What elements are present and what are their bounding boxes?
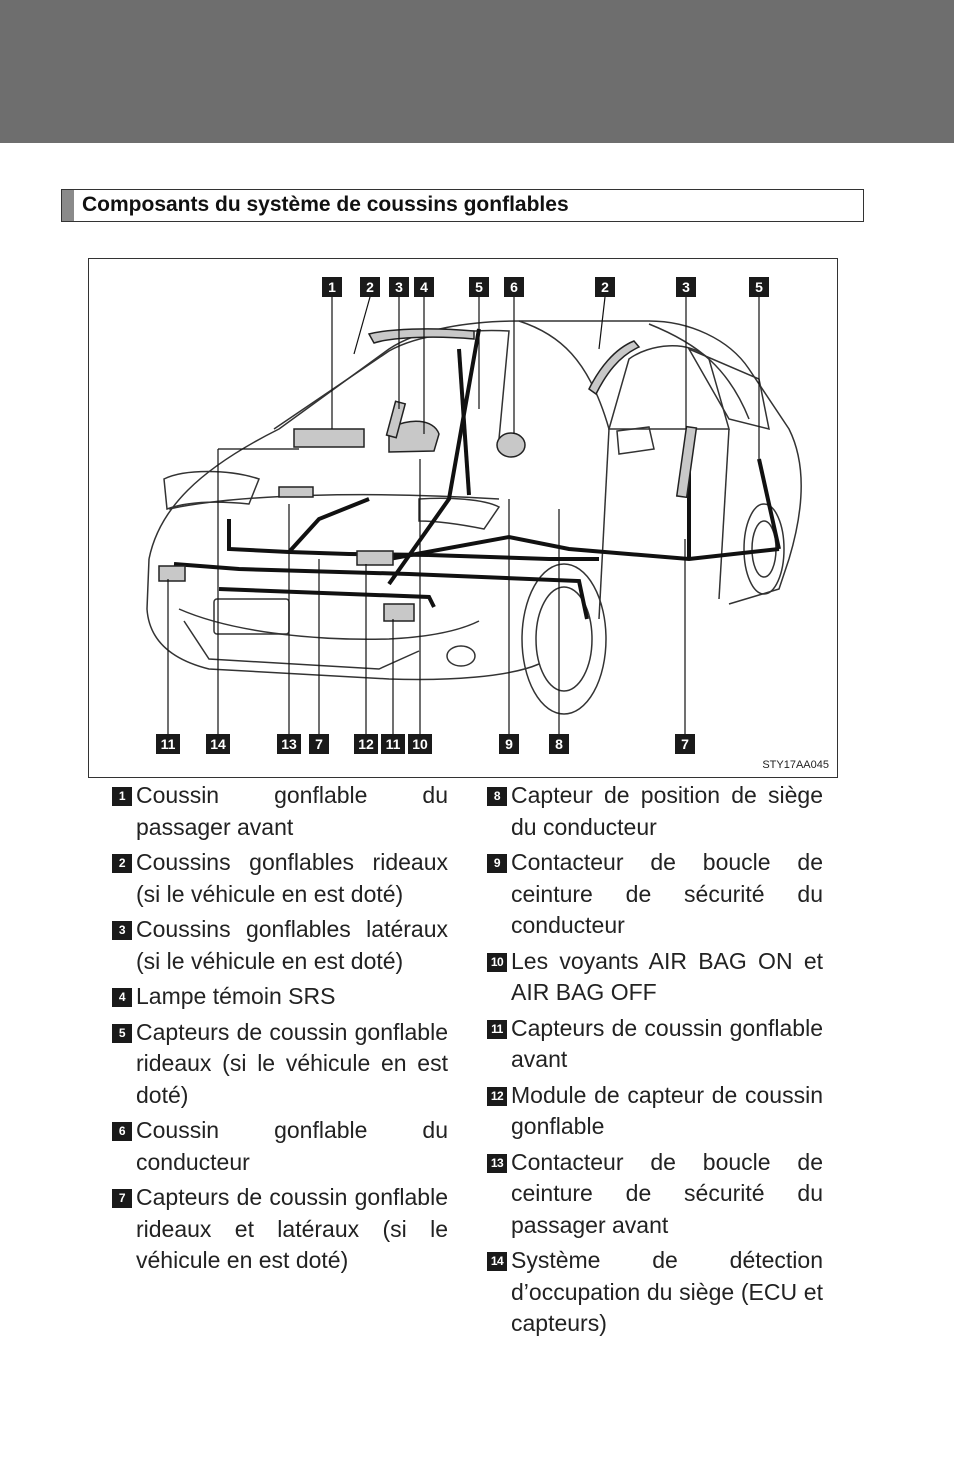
section-heading: Composants du système de coussins gonfla… bbox=[61, 189, 864, 222]
legend-number: 10 bbox=[487, 952, 507, 972]
legend-text: Module de capteur de coussin gonflable bbox=[511, 1081, 823, 1140]
legend-number: 6 bbox=[112, 1122, 132, 1141]
callout-bottom-9: 8 bbox=[549, 734, 569, 754]
callout-bottom-4: 7 bbox=[309, 734, 329, 754]
callout-top-2: 2 bbox=[360, 277, 380, 297]
callout-top-8: 3 bbox=[676, 277, 696, 297]
legend-number: 4 bbox=[112, 988, 132, 1007]
legend-number: 2 bbox=[112, 854, 132, 873]
callout-top-5: 5 bbox=[469, 277, 489, 297]
callout-top-9: 5 bbox=[749, 277, 769, 297]
heading-accent-bar bbox=[62, 190, 74, 221]
legend-text: Capteurs de coussin gonflable rideaux et… bbox=[136, 1184, 448, 1273]
legend-text: Capteurs de coussin gonflable rideaux (s… bbox=[136, 1018, 448, 1108]
callout-bottom-5: 12 bbox=[354, 734, 378, 754]
legend-text: Lampe témoin SRS bbox=[136, 983, 336, 1009]
legend-number: 3 bbox=[112, 921, 132, 940]
callout-bottom-7: 10 bbox=[408, 734, 432, 754]
callout-bottom-1: 11 bbox=[156, 734, 180, 754]
legend-text: Capteurs de coussin gonflable avant bbox=[511, 1014, 823, 1073]
legend-text: Coussins gonflables latéraux (si le véhi… bbox=[136, 916, 448, 974]
callout-bottom-6: 11 bbox=[381, 734, 405, 754]
legend-number: 9 bbox=[487, 854, 507, 873]
legend-text: Coussin gonflable du passager avant bbox=[136, 782, 448, 840]
legend-number: 7 bbox=[112, 1189, 132, 1208]
callout-top-1: 1 bbox=[322, 277, 342, 297]
airbag-diagram: 1 2 3 4 5 6 2 3 5 11 14 13 7 12 11 10 9 … bbox=[88, 258, 838, 778]
legend-number: 5 bbox=[112, 1023, 132, 1043]
figure-code: STY17AA045 bbox=[762, 759, 829, 771]
callout-bottom-8: 9 bbox=[499, 734, 519, 754]
callout-bottom-2: 14 bbox=[206, 734, 230, 754]
callout-top-3: 3 bbox=[389, 277, 409, 297]
legend-text: Coussins gonflables rideaux (si le véhic… bbox=[136, 849, 448, 907]
callout-top-4: 4 bbox=[414, 277, 434, 297]
legend-number: 14 bbox=[487, 1252, 507, 1271]
legend-text: Contacteur de boucle de ceinture de sécu… bbox=[511, 849, 823, 938]
callout-top-6: 6 bbox=[504, 277, 524, 297]
legend-number: 13 bbox=[487, 1153, 507, 1173]
legend-text: Coussin gonflable du conducteur bbox=[136, 1117, 448, 1175]
legend-text: Capteur de position de siège du conducte… bbox=[511, 782, 823, 840]
page-header-band bbox=[0, 0, 954, 143]
callout-top-7: 2 bbox=[595, 277, 615, 297]
legend-number: 12 bbox=[487, 1086, 507, 1106]
legend-text: Système de détection d’occupation du siè… bbox=[511, 1247, 823, 1336]
legend-text: Contacteur de boucle de ceinture de sécu… bbox=[511, 1148, 823, 1238]
legend-text: Les voyants AIR BAG ON et AIR BAG OFF bbox=[511, 947, 823, 1006]
legend-number: 11 bbox=[487, 1019, 507, 1039]
legend-number: 1 bbox=[112, 787, 132, 806]
section-title: Composants du système de coussins gonfla… bbox=[82, 193, 569, 216]
callout-bottom-3: 13 bbox=[277, 734, 301, 754]
legend-number: 8 bbox=[487, 787, 507, 806]
car-illustration bbox=[146, 296, 802, 734]
callout-bottom-10: 7 bbox=[675, 734, 695, 754]
